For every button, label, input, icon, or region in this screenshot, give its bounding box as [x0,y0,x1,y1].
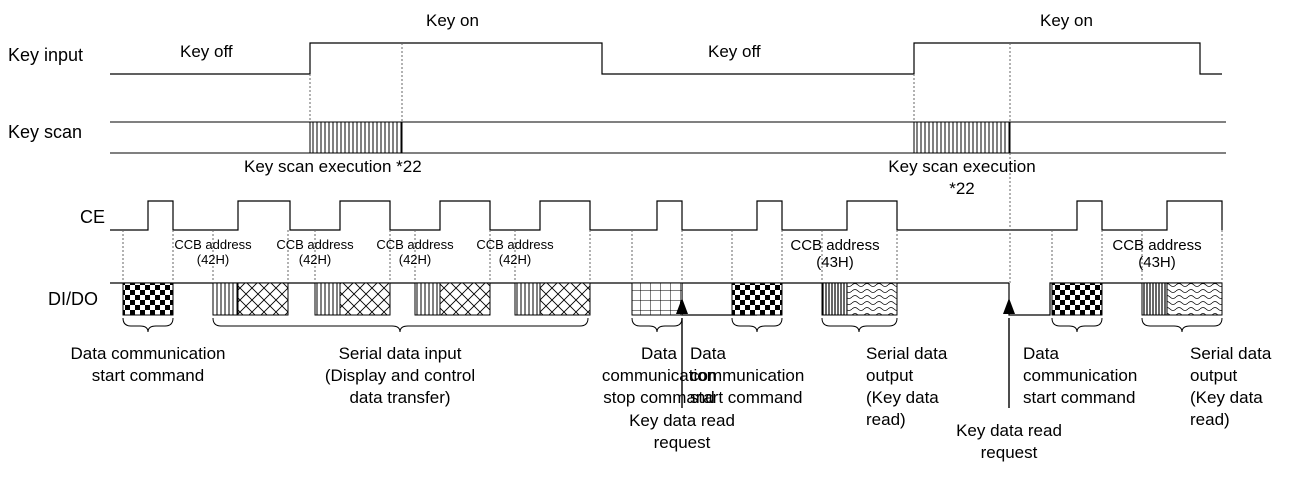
start-command-block-1 [122,282,174,316]
braces [122,317,1223,333]
note-start-command-2: Data communication start command [690,344,805,407]
scan-label-2: Key scan execution *22 [888,157,1036,198]
state-key-off-2: Key off [708,42,761,61]
brace-serial-input [212,317,589,333]
address-block-2 [314,282,341,316]
ccb-address-label: CCB address(42H) [476,237,554,267]
note-start-command-3: Data communication start command [1023,344,1138,407]
note-serial-output-2: Serial data output (Key data read) [1190,344,1272,429]
note-serial-data-input: Serial data input (Display and control d… [324,344,476,407]
address-block-4 [514,282,541,316]
note-start-command-1: Data communication start command [70,344,226,385]
start-command-block-3 [1051,282,1103,316]
data-block-4 [539,282,591,316]
output-block-1 [846,282,898,316]
note-serial-output-1: Serial data output (Key data read) [866,344,948,429]
signal-label-key-scan: Key scan [8,122,83,142]
brace-serial-output-2 [1141,317,1223,333]
data-block-1 [237,282,289,316]
address-block-5 [821,282,848,316]
note-stop-command: Data communication stop command [601,344,717,407]
brace-start-command-2 [731,317,783,333]
ccb-address-label: CCB address(43H) [1112,237,1202,271]
arrow-up-icon [1003,298,1015,314]
dido-blocks [122,282,1223,316]
guide-lines [122,43,1223,283]
signal-label-ce: CE [80,207,106,227]
ccb-address-label: CCB address(42H) [276,237,354,267]
state-key-on-2: Key on [1040,11,1093,30]
note-read-request-2: Key data read request [956,421,1062,462]
ccb-address-label: CCB address(43H) [790,237,880,271]
read-request-arrows [676,298,1015,408]
data-block-3 [439,282,491,316]
signal-label-key-input: Key input [8,45,84,65]
signal-label-dido: DI/DO [48,289,99,309]
arrow-up-icon [676,298,688,314]
brace-serial-output-1 [821,317,898,333]
stop-command-block [631,282,683,316]
note-read-request-1: Key data read request [629,411,735,452]
key-scan-block-2 [913,121,1011,154]
ccb-address-label: CCB address(42H) [376,237,454,267]
ce-waveform [110,200,1223,231]
ccb-address-label: CCB address(42H) [174,237,252,267]
key-scan-block-1 [309,121,403,154]
address-block-3 [414,282,441,316]
key-input-waveform [110,42,1222,75]
address-block-1 [212,282,239,316]
output-block-2 [1166,282,1223,316]
state-key-on-1: Key on [426,11,479,30]
brace-start-command-3 [1051,317,1103,333]
start-command-block-2 [731,282,783,316]
data-block-2 [339,282,391,316]
brace-stop-command [631,317,683,333]
address-block-6 [1141,282,1168,316]
scan-label-1: Key scan execution *22 [244,157,422,176]
state-key-off-1: Key off [180,42,233,61]
brace-start-command-1 [122,317,174,333]
key-scan-band [110,121,1226,154]
